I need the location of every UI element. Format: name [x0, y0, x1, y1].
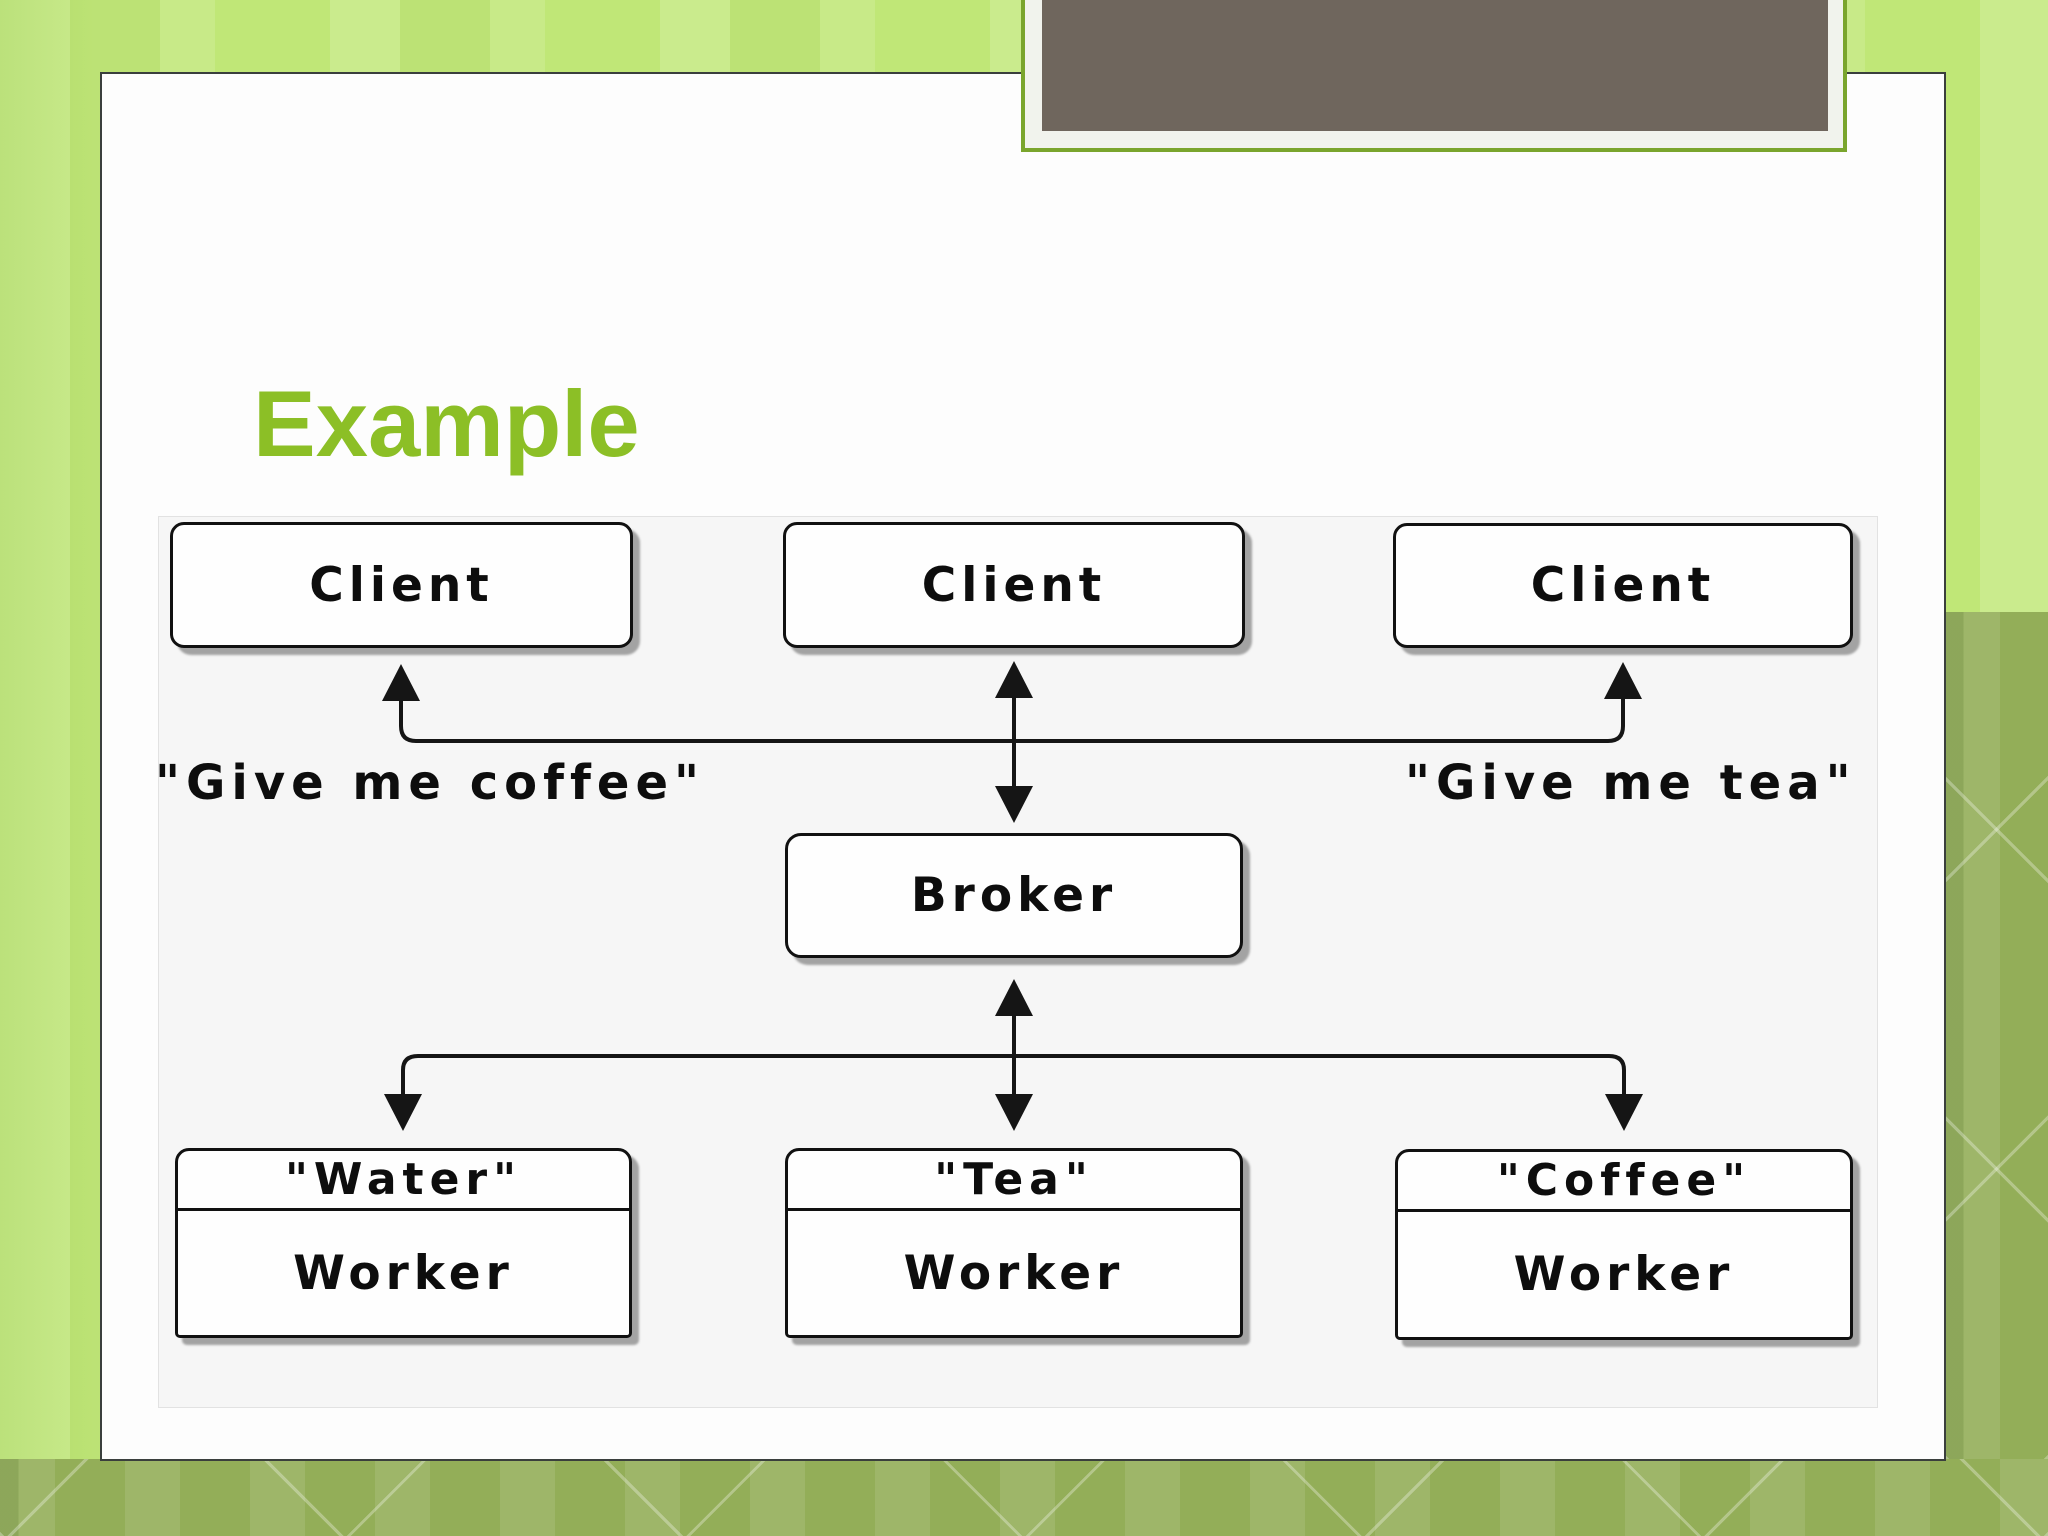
slide-title: Example [253, 371, 640, 476]
worker-water-label: Worker [293, 1245, 514, 1301]
bottom-decor-band [0, 1459, 2048, 1536]
client-box-2: Client [783, 522, 1245, 648]
client-box-1-label: Client [309, 557, 494, 613]
worker-box-water: "Water" Worker [175, 1148, 632, 1338]
worker-box-tea: "Tea" Worker [785, 1148, 1243, 1338]
worker-coffee-label: Worker [1513, 1247, 1735, 1302]
broker-box-label: Broker [910, 868, 1118, 923]
client-box-1: Client [170, 522, 633, 648]
client-box-3: Client [1393, 523, 1853, 648]
label-give-me-coffee: "Give me coffee" [155, 755, 706, 811]
worker-tea-label: Worker [903, 1245, 1125, 1301]
broker-box: Broker [785, 833, 1243, 958]
top-right-accent-box [1042, 0, 1828, 131]
top-right-accent-frame [1021, 0, 1847, 152]
client-box-2-label: Client [921, 557, 1107, 613]
worker-box-coffee: "Coffee" Worker [1395, 1149, 1853, 1340]
worker-tea-header: "Tea" [788, 1151, 1240, 1211]
right-decor-band [1945, 612, 2048, 1459]
worker-water-header: "Water" [178, 1151, 629, 1211]
worker-coffee-header: "Coffee" [1398, 1152, 1850, 1212]
client-box-3-label: Client [1530, 558, 1716, 613]
label-give-me-tea: "Give me tea" [1405, 755, 1857, 811]
